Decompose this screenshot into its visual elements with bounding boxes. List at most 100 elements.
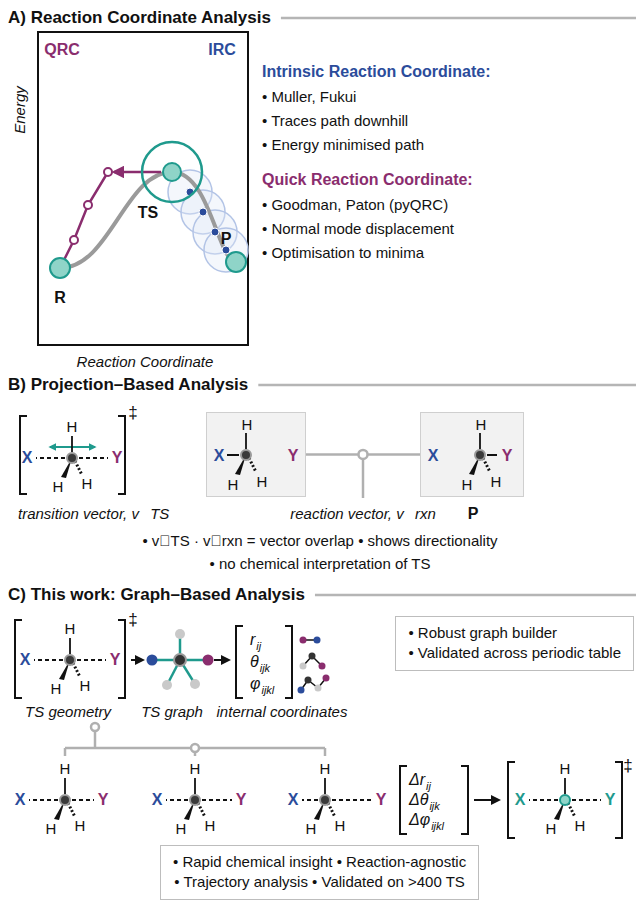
text-anchor: Δr	[409, 771, 425, 789]
atom-label: Y	[98, 791, 109, 808]
text-anchor: R	[54, 289, 66, 307]
text-anchor: H	[51, 680, 62, 698]
bond	[77, 659, 106, 661]
atom-label: H	[242, 416, 253, 433]
text-anchor: X	[428, 447, 439, 465]
text-anchor: Intrinsic Reaction Coordinate:	[262, 63, 490, 81]
bond	[572, 799, 601, 801]
matrix-subscript: ijkl	[261, 684, 274, 696]
text-anchor: QRC	[44, 41, 80, 59]
text-anchor: Y	[112, 449, 123, 467]
carbon-atom	[320, 795, 330, 805]
text-anchor: ijk	[429, 796, 439, 814]
text-anchor: P	[221, 230, 232, 248]
bond	[69, 638, 71, 654]
bracket	[461, 766, 468, 834]
atom-label: X	[152, 791, 163, 808]
bond	[302, 799, 318, 801]
header-rule	[281, 17, 636, 20]
ts-graph	[147, 629, 214, 690]
matrix-entry: Δφ	[409, 811, 430, 828]
text-anchor: Y	[110, 651, 121, 669]
text-anchor: ij	[256, 636, 261, 654]
text-anchor: H	[306, 820, 317, 838]
bond	[194, 778, 196, 794]
text-anchor: ‡	[128, 403, 137, 423]
bullet-text: • Traces path downhill	[262, 112, 408, 129]
atom-label: H	[575, 817, 586, 834]
bracket	[236, 626, 243, 698]
atom-label: Y	[605, 791, 616, 808]
atom-label: X	[288, 791, 299, 808]
box-fill	[420, 412, 524, 497]
matrix-subscript: ijk	[260, 662, 270, 674]
text-anchor: ijkl	[431, 816, 444, 834]
text-anchor: Δθ	[409, 791, 428, 809]
caption-text: reaction vector, v⃗rxn	[290, 505, 435, 522]
bond	[324, 778, 326, 794]
atom-label: H	[65, 620, 76, 637]
text-anchor: Reaction Coordinate	[77, 353, 214, 371]
atom-label: H	[320, 760, 331, 777]
carbon-atom	[475, 450, 485, 460]
atom-label: H	[205, 817, 216, 834]
matrix-entry: Δr	[409, 771, 425, 788]
matrix-entry: φ	[250, 675, 260, 692]
text-anchor: ‡	[623, 756, 632, 776]
flow-arrow	[474, 799, 499, 801]
text-anchor: • Goodman, Paton (pyQRC)	[262, 196, 448, 214]
bullet-text: • Optimisation to minima	[262, 244, 424, 261]
atom-label: X	[15, 791, 26, 808]
text-anchor: • Traces path downhill	[262, 112, 408, 130]
matrix-subscript: ijk	[429, 800, 439, 812]
text-anchor: X	[20, 651, 31, 669]
text-anchor: Energy	[11, 86, 29, 134]
atom-label: H	[491, 473, 502, 490]
atom-label: Y	[288, 447, 299, 464]
text-anchor: Y	[376, 791, 387, 809]
point-label: R	[54, 289, 66, 306]
text-anchor: ‡	[128, 610, 137, 630]
caption-text: transition vector, v⃗TS	[18, 505, 169, 522]
text-anchor: ijkl	[261, 680, 274, 698]
carbon-atom	[67, 453, 77, 463]
point-label: TS	[138, 204, 158, 221]
caption-text: Energy	[11, 86, 28, 134]
atom-label: H	[257, 473, 268, 490]
text-anchor: X	[22, 449, 33, 467]
text-anchor: θ	[250, 653, 259, 671]
atom-label: Y	[110, 651, 121, 668]
bond	[564, 778, 566, 794]
text-anchor: φ	[250, 675, 260, 693]
atom-label: X	[22, 449, 33, 466]
text-anchor: TS graph	[141, 703, 203, 721]
text-anchor: H	[82, 475, 93, 493]
carbon-atom	[190, 795, 200, 805]
text-anchor: reaction vector, v⃗rxn	[290, 505, 435, 523]
bond	[166, 799, 188, 801]
text-anchor: X	[152, 791, 163, 809]
qrc-points	[70, 168, 112, 244]
atom-label: X	[515, 791, 526, 808]
text-anchor: transition vector, v⃗TS	[18, 505, 169, 523]
text-anchor: H	[65, 620, 76, 638]
qrc-path	[60, 172, 108, 268]
atom-label: H	[80, 677, 91, 694]
irc-circles	[168, 170, 248, 272]
text-anchor: X	[515, 791, 526, 809]
bullet-text: • Energy minimised path	[262, 136, 424, 153]
bond	[71, 436, 73, 452]
carbon-atom	[60, 795, 70, 805]
point-label: P	[221, 230, 232, 247]
bond	[29, 799, 58, 801]
text-anchor: H	[80, 677, 91, 695]
atom-label: H	[228, 476, 239, 493]
atom-label: H	[306, 820, 317, 837]
text-anchor: H	[228, 476, 239, 494]
text-anchor: Y	[605, 791, 616, 809]
flow-arrow	[214, 659, 229, 661]
atom-label: H	[53, 478, 64, 495]
atom-label: H	[51, 680, 62, 697]
text-anchor: Y	[502, 447, 513, 465]
text-anchor: H	[462, 476, 473, 494]
